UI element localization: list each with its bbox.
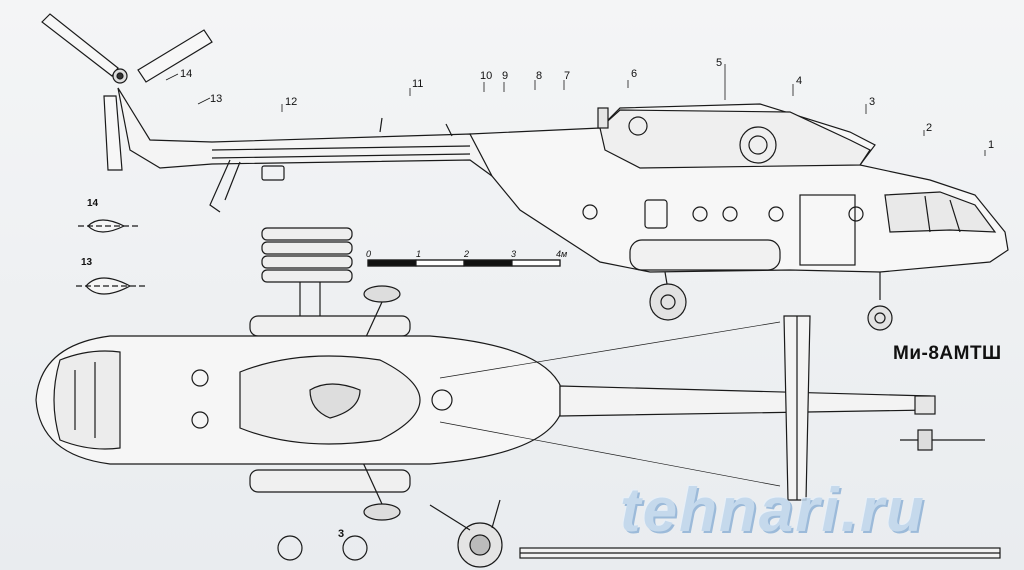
callout-6: 6 [631,68,638,80]
section-14 [78,219,140,233]
callout-3: 3 [869,96,876,108]
callout-4: 4 [796,75,803,87]
scale-bar [367,259,561,267]
callout-1: 1 [988,139,995,151]
callout-14: 14 [180,68,193,80]
model-title: Ми-8АМТШ [893,343,1002,364]
watermark: tehnari.ru [620,476,926,545]
scale-label-2: 2 [464,249,470,259]
scale-label-3: 3 [511,249,517,259]
callout-5: 5 [716,57,723,69]
leader-lines [165,64,986,156]
side-view [41,13,1009,331]
rocket-pods [261,227,353,330]
top-view [35,227,985,521]
tail-rotor [41,13,213,171]
section-13 [76,277,146,295]
callout-11: 11 [412,78,424,90]
callout-9: 9 [502,70,509,82]
section-label-13: 13 [81,257,93,268]
callout-8: 8 [536,70,543,82]
callout-12: 12 [285,96,298,108]
section-label-14: 14 [87,198,99,209]
callout-13: 13 [210,93,223,105]
small-rings [277,535,368,561]
callout-10: 10 [480,70,493,82]
scale-label-1: 1 [416,249,422,259]
scale-label-4: 4м [556,249,568,259]
scale-label-0: 0 [366,249,372,259]
callout-bottom-3: 3 [338,528,345,540]
callout-7: 7 [564,70,571,82]
callout-2: 2 [926,122,933,134]
main-rotor-detail [429,499,1001,568]
